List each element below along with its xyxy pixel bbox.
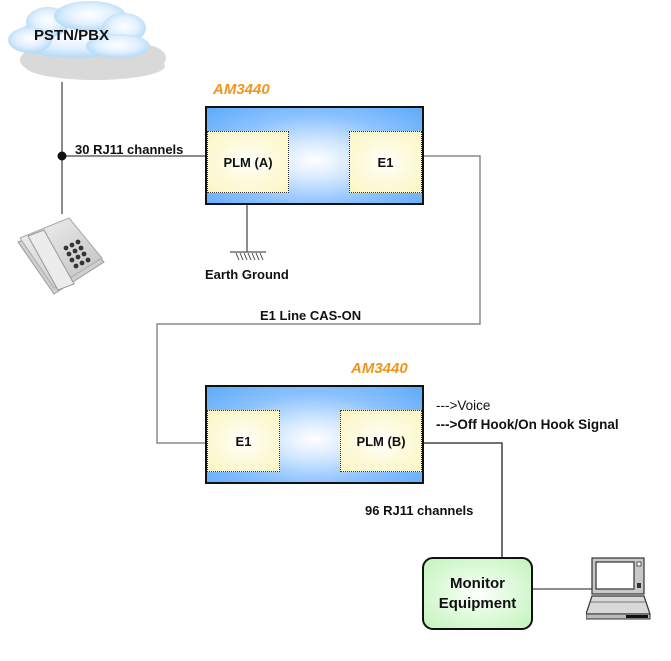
device-a-e1-module: E1 <box>349 131 422 193</box>
telephone-icon <box>17 217 105 295</box>
monitor-label-line2: Equipment <box>438 594 517 612</box>
signal-voice-label: --->Voice <box>436 398 491 413</box>
device-a-plm-label: PLM (A) <box>223 154 273 170</box>
device-b-model-label: AM3440 <box>351 360 408 377</box>
e1-line-label: E1 Line CAS-ON <box>260 308 362 323</box>
device-a-e1-label: E1 <box>377 154 394 170</box>
earth-ground-icon <box>230 251 266 261</box>
device-a-model-label: AM3440 <box>213 81 270 98</box>
device-b-plm-label: PLM (B) <box>356 433 406 449</box>
signal-hook-label: --->Off Hook/On Hook Signal <box>436 417 619 432</box>
monitor-equipment-box: Monitor Equipment <box>422 557 533 630</box>
e1-link-wire <box>156 155 481 444</box>
laptop-icon <box>586 557 651 620</box>
device-a-plm-module: PLM (A) <box>207 131 289 193</box>
earth-ground-label: Earth Ground <box>205 267 289 282</box>
junction-dot <box>57 151 67 161</box>
cloud-icon <box>8 1 166 80</box>
rj11-30-channels-label: 30 RJ11 channels <box>75 142 184 157</box>
device-b-e1-label: E1 <box>235 433 252 449</box>
cloud-label: PSTN/PBX <box>34 27 110 44</box>
rj11-96-channels-label: 96 RJ11 channels <box>365 503 474 518</box>
rj11-96-wire <box>423 442 503 557</box>
device-b-plm-module: PLM (B) <box>340 410 422 472</box>
device-b-e1-module: E1 <box>207 410 280 472</box>
monitor-label-line1: Monitor <box>450 575 505 592</box>
